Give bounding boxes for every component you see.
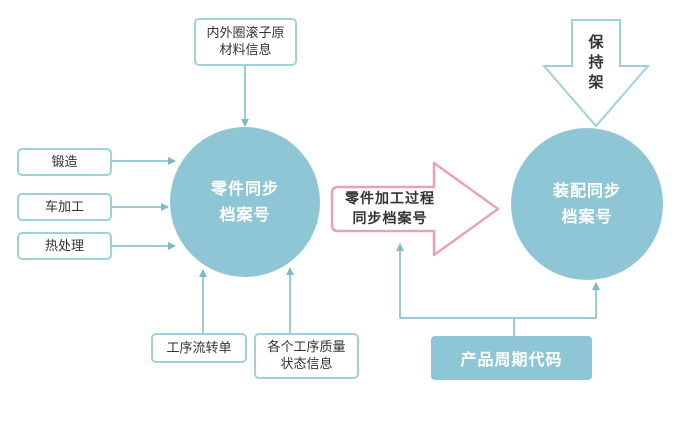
product-cycle-code-box: 产品周期代码 [431,336,592,380]
arrow-code-to-assembly [514,282,600,319]
forging-box: 锻造 [17,148,112,176]
part-archive-circle: 零件同步 档案号 [170,127,320,277]
arrow-code-to-process [396,243,515,337]
turning-box: 车加工 [17,193,112,221]
process-flow-sheet-box: 工序流转单 [151,333,247,363]
cage-label: 保 持 架 [588,33,604,91]
quality-status-box: 各个工序质量 状态信息 [254,333,359,379]
assembly-archive-circle: 装配同步 档案号 [511,128,663,280]
cage-down-arrow [541,19,651,128]
process-archive-label: 零件加工过程 同步档案号 [345,191,435,227]
heat-treatment-box: 热处理 [17,232,112,260]
material-info-box: 内外圈滚子原 材料信息 [194,18,297,66]
process-block-arrow [330,161,500,257]
